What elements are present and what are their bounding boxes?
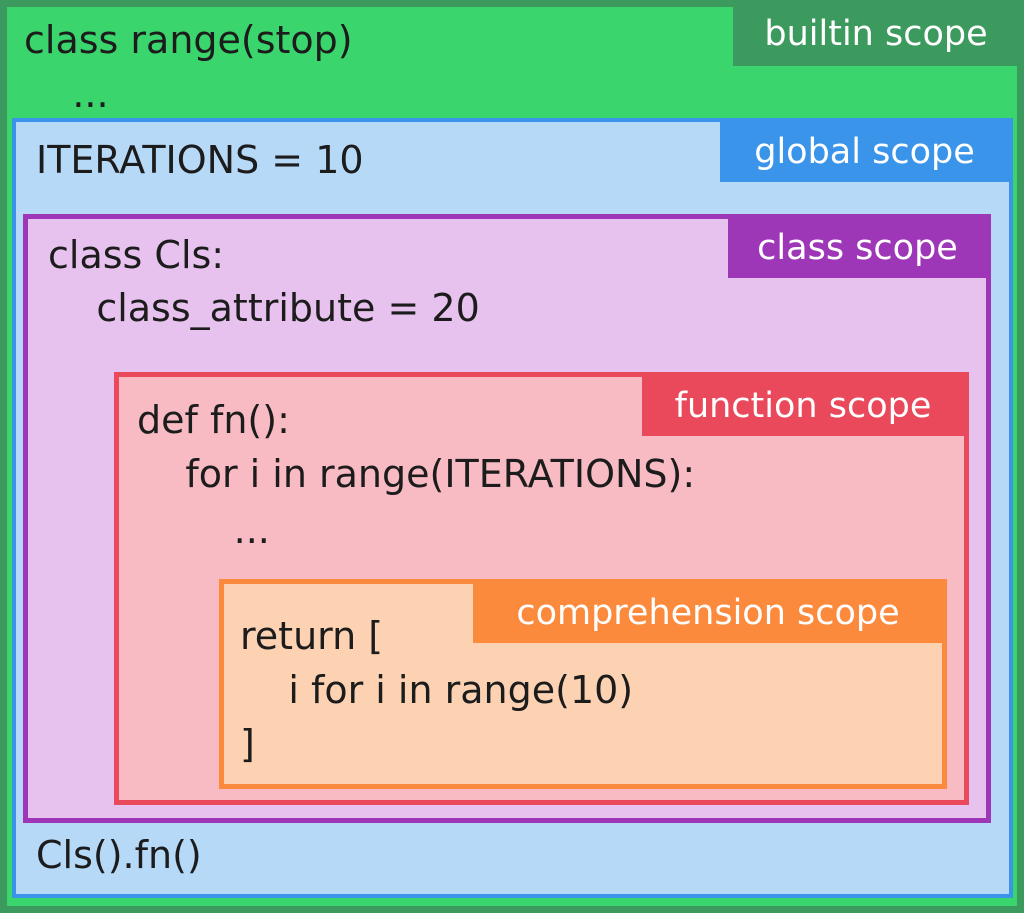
class-scope-label: class scope bbox=[728, 218, 987, 278]
builtin-scope-label: builtin scope bbox=[733, 4, 1019, 66]
builtin-code-line-2: ... bbox=[24, 72, 109, 116]
global-footer-call: Cls().fn() bbox=[36, 833, 202, 877]
comprehension-scope-label: comprehension scope bbox=[473, 583, 943, 643]
global-scope-label: global scope bbox=[720, 122, 1009, 182]
class-code-line-2: class_attribute = 20 bbox=[48, 286, 480, 330]
function-code-line-1: def fn(): bbox=[137, 398, 290, 442]
builtin-code-line-1: class range(stop) bbox=[24, 18, 353, 62]
comprehension-code-line-1: return [ bbox=[240, 614, 384, 658]
comprehension-code-line-3: ] bbox=[240, 722, 255, 766]
comprehension-code-line-2: i for i in range(10) bbox=[240, 668, 634, 712]
global-code-line-1: ITERATIONS = 10 bbox=[36, 138, 364, 182]
function-scope-label: function scope bbox=[642, 376, 964, 436]
function-code-line-2: for i in range(ITERATIONS): bbox=[137, 452, 696, 496]
function-code-line-3: ... bbox=[137, 508, 270, 552]
class-code-line-1: class Cls: bbox=[48, 233, 225, 277]
